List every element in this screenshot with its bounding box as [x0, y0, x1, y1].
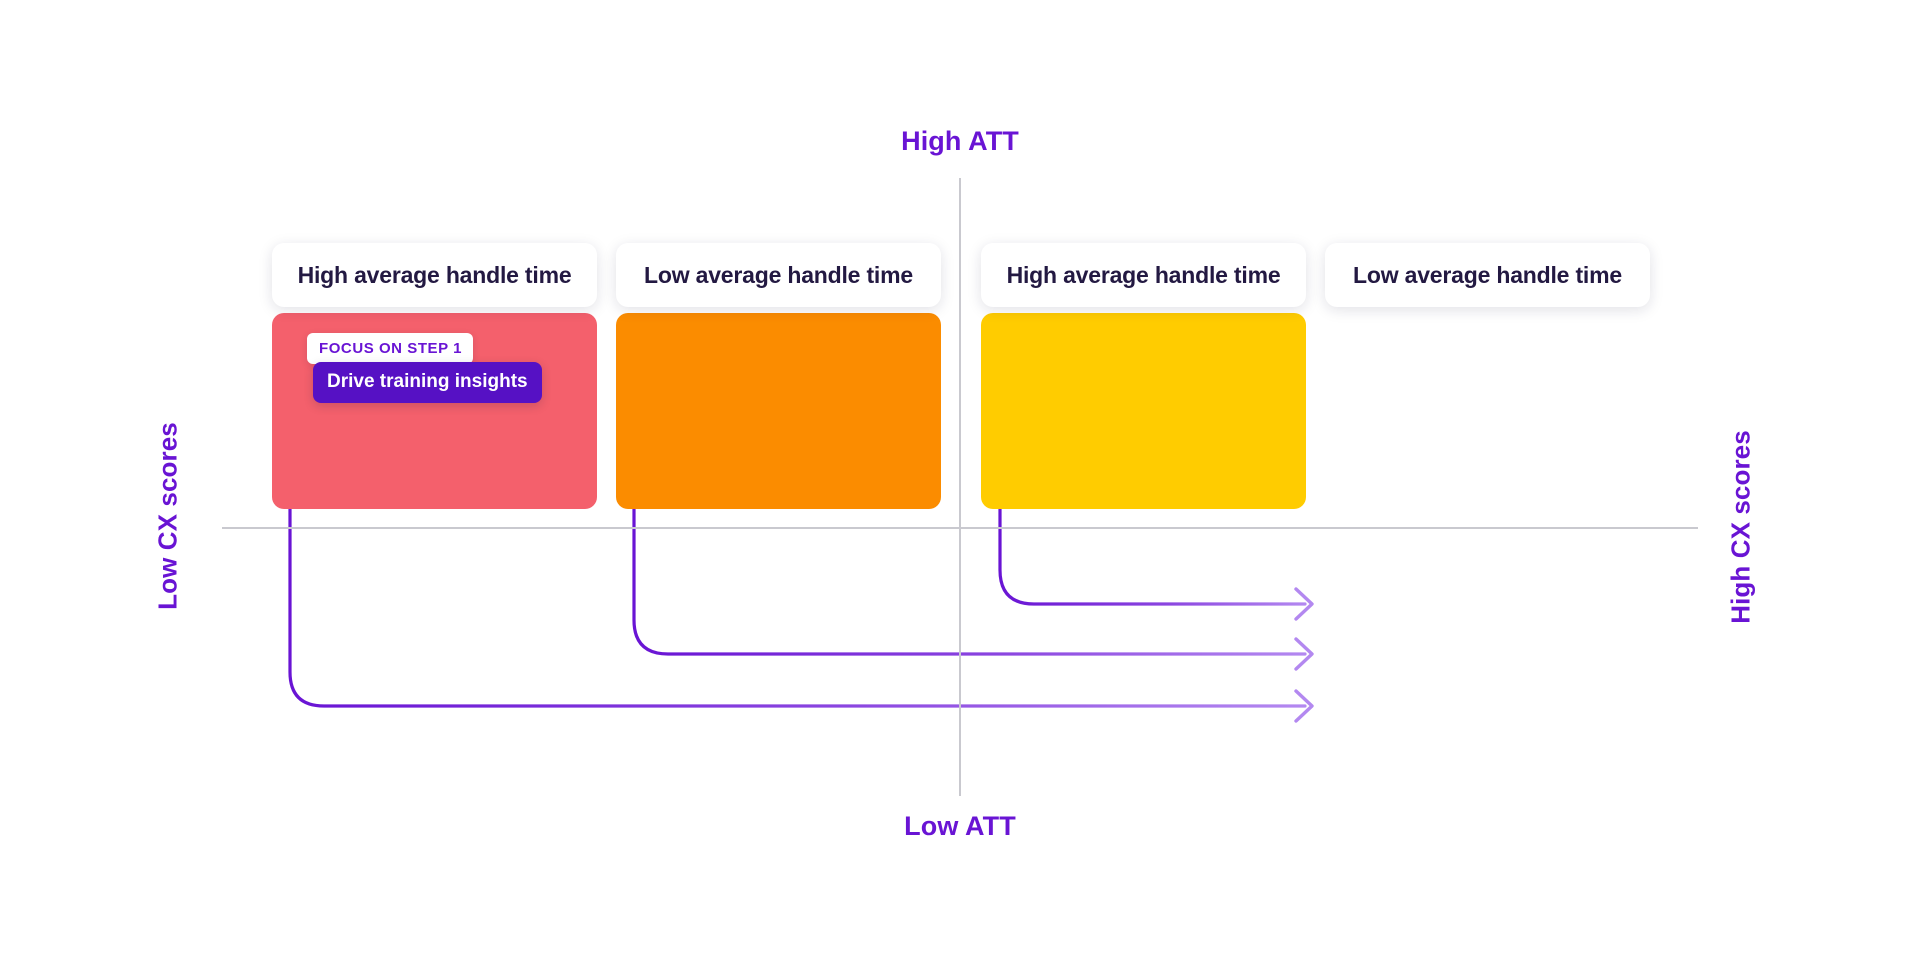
quadrant-card-4[interactable]: Low average handle time	[1325, 243, 1650, 307]
horizontal-axis-line	[222, 527, 1698, 529]
quadrant-card-2-header: Low average handle time	[616, 243, 941, 307]
axis-label-bottom: Low ATT	[904, 811, 1016, 841]
quadrant-card-1[interactable]: High average handle time	[272, 243, 597, 509]
quadrant-card-2-title: Low average handle time	[644, 261, 913, 288]
quadrant-card-3-title: High average handle time	[1006, 261, 1281, 288]
quadrant-card-3[interactable]: High average handle time	[981, 243, 1306, 509]
vertical-axis-line	[959, 178, 961, 796]
quadrant-card-1-header: High average handle time	[272, 243, 597, 307]
step-badge-1-action-row: Drive training insights	[313, 362, 542, 403]
step-badge-1-action: Drive training insights	[313, 362, 542, 403]
quadrant-card-1-title: High average handle time	[297, 261, 572, 288]
step-badge-1-eyebrow: FOCUS ON STEP 1	[307, 333, 474, 364]
quadrant-card-3-header: High average handle time	[981, 243, 1306, 307]
quadrant-card-4-header: Low average handle time	[1325, 243, 1650, 307]
axis-label-top: High ATT	[901, 126, 1019, 156]
quadrant-card-2[interactable]: Low average handle time	[616, 243, 941, 509]
axis-label-left: Low CX scores	[152, 422, 183, 610]
step-badge-1[interactable]: FOCUS ON STEP 1 Drive training insights	[307, 333, 542, 403]
step-badge-1-eyebrow-row: FOCUS ON STEP 1	[307, 333, 542, 364]
quadrant-card-3-body	[981, 313, 1306, 509]
quadrant-card-4-title: Low average handle time	[1353, 261, 1622, 288]
quadrant-card-2-body	[616, 313, 941, 509]
axis-label-right: High CX scores	[1725, 430, 1756, 624]
